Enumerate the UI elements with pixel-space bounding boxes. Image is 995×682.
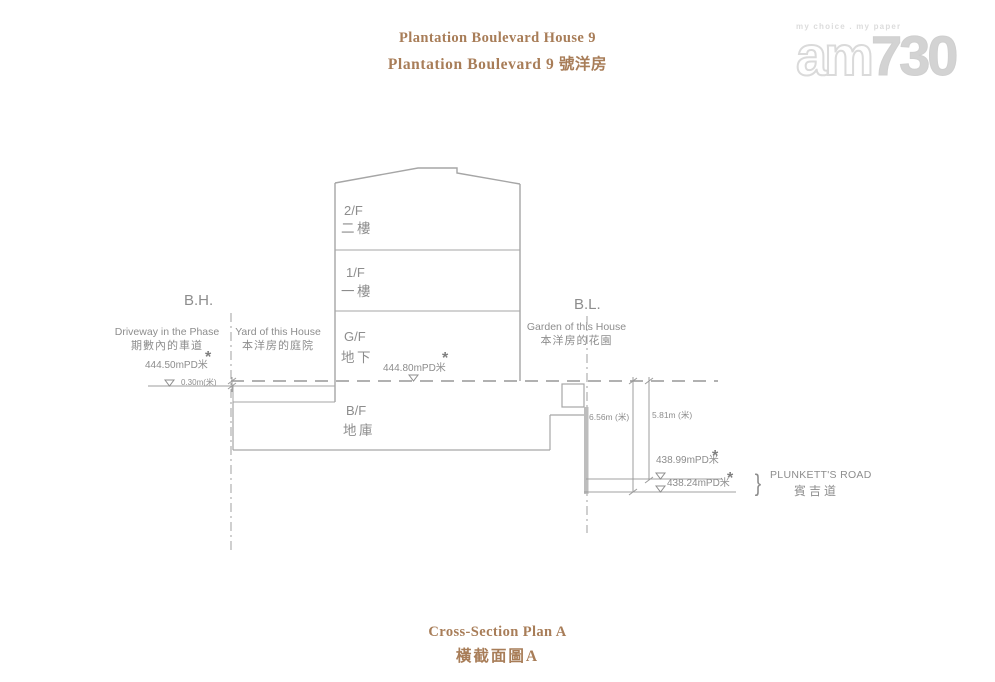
dimension-581: 5.81m (米) (652, 410, 693, 420)
floor-2f-zh: 二樓 (341, 221, 373, 236)
bl-label: B.L. (574, 296, 601, 313)
road-brace: } (754, 470, 762, 497)
level-ground-asterisk: * (442, 350, 449, 367)
basement-outline (232, 402, 584, 451)
bh-label: B.H. (184, 292, 214, 309)
am730-wordmark: am730 (795, 27, 976, 85)
level-road-lower: 438.24mPD米 (667, 478, 730, 489)
road-name-zh: 賓吉道 (794, 484, 840, 498)
am730-logo: my choice . my paper am730 (795, 22, 976, 85)
level-road-upper-asterisk: * (712, 448, 719, 465)
yard-label-en: Yard of this House (235, 326, 321, 338)
am730-wordmark-am: am (795, 24, 875, 87)
floor-gf-code: G/F (344, 329, 366, 344)
driveway-label-en: Driveway in the Phase (114, 326, 220, 338)
plan-title-zh: 橫截面圖A (455, 648, 540, 665)
level-driveway-asterisk: * (205, 349, 212, 366)
yard-label-zh: 本洋房的庭院 (242, 340, 314, 352)
floor-1f-zh: 一樓 (341, 284, 373, 299)
page-title-zh: Plantation Boulevard 9 號洋房 (387, 56, 608, 73)
level-driveway: 444.50mPD米 (145, 360, 208, 371)
floor-divider-lines (335, 249, 520, 312)
building-outline (334, 167, 521, 402)
floor-bf-zh: 地庫 (343, 423, 375, 438)
level-offset: 0.30m(米) (181, 378, 217, 387)
dimension-lines (227, 377, 654, 496)
dimension-656: 6.56m (米) (589, 412, 630, 422)
level-road-lower-asterisk: * (727, 470, 734, 487)
am730-tagline: my choice . my paper (796, 22, 902, 31)
floor-2f-code: 2/F (344, 203, 363, 218)
am730-wordmark-730: 730 (870, 24, 958, 87)
level-marker-triangles (164, 374, 666, 493)
floor-1f-code: 1/F (346, 265, 365, 280)
yard-structure (232, 385, 335, 403)
plan-title-en: Cross-Section Plan A (428, 624, 567, 640)
boundary-wall (561, 383, 589, 494)
page-title-en: Plantation Boulevard House 9 (399, 30, 596, 46)
garden-label-zh: 本洋房的花園 (540, 335, 613, 347)
garden-label-en: Garden of this House (526, 321, 627, 333)
floor-gf-zh: 地下 (341, 350, 373, 365)
level-road-upper: 438.99mPD米 (656, 455, 719, 466)
level-ground: 444.80mPD米 (383, 363, 446, 374)
floor-bf-code: B/F (346, 403, 367, 418)
driveway-label-zh: 期數內的車道 (131, 340, 203, 352)
road-name-en: PLUNKETT'S ROAD (770, 469, 872, 481)
